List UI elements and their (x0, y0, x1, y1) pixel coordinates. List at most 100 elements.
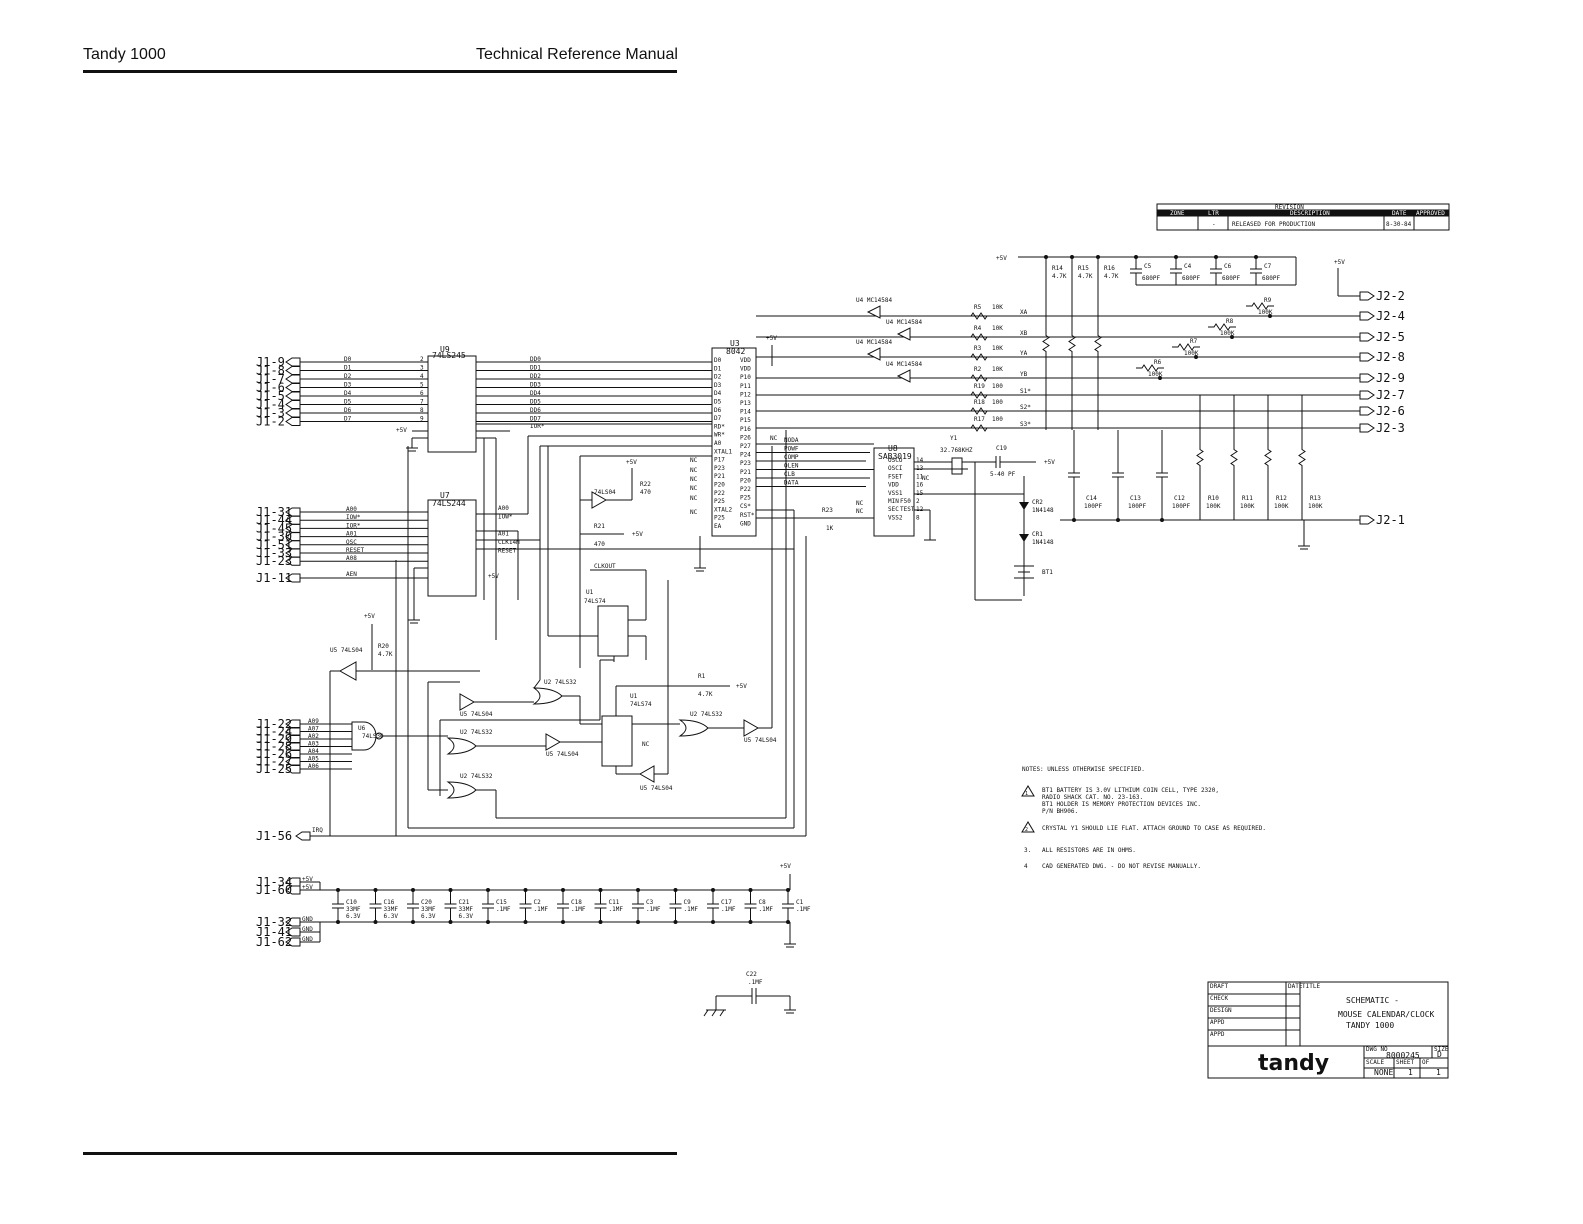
j1-ctrl-connector-label: J1-30 (256, 530, 292, 544)
no-connect-label: NC (690, 485, 698, 492)
u2c-or (446, 781, 477, 799)
rc-resistor (1264, 395, 1272, 520)
series-resistor (964, 391, 994, 399)
tb-check: CHECK (1210, 995, 1228, 1002)
ctrl-net-label: A08 (346, 555, 357, 562)
decap-val: .1MF (684, 906, 699, 913)
u9-ref: U9 (440, 345, 450, 354)
decap-ref: C1 (796, 899, 804, 906)
u9-chip (427, 355, 477, 453)
dd-net-label: DD7 (530, 416, 541, 423)
decap-ref: C21 (459, 899, 470, 906)
j1-data-connector-label: J1-7 (256, 372, 285, 386)
decap-ref: C9 (684, 899, 692, 906)
j2-connector-label: J2-2 (1376, 289, 1405, 303)
decap-val: .1MF (646, 906, 661, 913)
j1-addr-connector-label: J1-25 (256, 762, 292, 776)
pull-resistor (1136, 364, 1164, 372)
j1-power-connector-label: J1-41 (256, 925, 292, 939)
j1-data-connector-arrow (285, 357, 301, 367)
u1b-part: 74LS74 (630, 701, 652, 708)
decap-voltage: 6.3V (421, 913, 436, 920)
series-ref: R17 (974, 416, 985, 423)
c19-ref: C19 (996, 445, 1007, 452)
cr2-val: 1N4148 (1032, 507, 1054, 514)
j2-connector-arrow (1359, 291, 1375, 301)
note-1b: RADIO SHACK CAT. NO. 23-163. (1042, 794, 1143, 801)
tb-of: 1 (1436, 1068, 1441, 1077)
rc-cap-ref: C13 (1130, 495, 1141, 502)
j2-connector-arrow (1359, 311, 1375, 321)
revision-block: REVISION ZONE LTR DESCRIPTION DATE APPRO… (1156, 203, 1450, 231)
series-resistor (964, 312, 994, 320)
u3-pin-label-left: D7 (714, 415, 722, 422)
rev-col-zone: ZONE (1170, 210, 1185, 217)
j2-net-label: S3* (1020, 421, 1031, 428)
pin-number: 3 (420, 365, 424, 372)
dd-net-label: DD2 (530, 373, 541, 380)
rc-res-ref: R13 (1310, 495, 1321, 502)
u3-pin-label-right: P11 (740, 383, 751, 390)
j1-addr-connector-label: J1-29 (256, 732, 292, 746)
j2-connector-arrow (1359, 373, 1375, 383)
u5f-label: U5 74LS04 (640, 785, 673, 792)
series-ref: R2 (974, 366, 982, 373)
pullup-resistor (1068, 257, 1076, 430)
rc-cap-val: 100PF (1128, 503, 1146, 510)
series-val: 100 (992, 399, 1003, 406)
u4-label: U4 MC14584 (886, 319, 923, 326)
u4-inverter (896, 327, 911, 341)
u8-pin-label: OSCO (888, 457, 903, 464)
j1-addr-connector-label: J1-28 (256, 740, 292, 754)
j1-data-connector-label: J1-4 (256, 398, 285, 412)
u8-pin-name: F50 (900, 498, 911, 505)
decap-val: .1MF (721, 906, 736, 913)
note-1a: BT1 BATTERY IS 3.0V LITHIUM COIN CELL, T… (1042, 787, 1219, 794)
series-resistor (964, 407, 994, 415)
decap-val: .1MF (759, 906, 774, 913)
j1-power-connector-label: J1-32 (256, 915, 292, 929)
no-connect-label: NC (856, 508, 864, 515)
u7-out-net-label: A01 (498, 531, 509, 538)
rc-cap-val: 100PF (1084, 503, 1102, 510)
data-net-label: D4 (344, 390, 352, 397)
rev-desc: RELEASED FOR PRODUCTION (1232, 221, 1315, 228)
u3-pin-label-right: P27 (740, 443, 751, 450)
u9-part: 74LS245 (432, 351, 466, 360)
decap-ref: C11 (609, 899, 620, 906)
u3-pin-label-right: P16 (740, 426, 751, 433)
data-net-label: D1 (344, 365, 352, 372)
u4-inverter (896, 369, 911, 383)
decap-val: .1MF (796, 906, 811, 913)
ctrl-net-label: A01 (346, 531, 357, 538)
u4-label: U4 MC14584 (886, 361, 923, 368)
j1-power-connector-label: J1-34 (256, 875, 292, 889)
tb-draft: DRAFT (1210, 983, 1228, 990)
no-connect-label: NC (690, 495, 698, 502)
u3-pin-label-right: P13 (740, 400, 751, 407)
tb-title-3: TANDY 1000 (1346, 1021, 1394, 1030)
j2-connector-arrow (1359, 406, 1375, 416)
pull-ref: R6 (1154, 359, 1162, 366)
j2-connector-label: J2-8 (1376, 350, 1405, 364)
u7-out-net-label: CLK14M (498, 539, 520, 546)
series-resistor (964, 374, 994, 382)
data-net-label: D6 (344, 407, 352, 414)
irq-net: IRQ (312, 827, 323, 834)
rev-col-approved: APPROVED (1416, 210, 1445, 217)
decap-ref: C10 (346, 899, 357, 906)
data-net-label: D7 (344, 416, 352, 423)
note-4: CAD GENERATED DWG. - DO NOT REVISE MANUA… (1042, 863, 1201, 870)
svg-text:+5V: +5V (996, 255, 1007, 262)
u3-pin-label-right: P21 (740, 469, 751, 476)
tb-scale-label: SCALE (1366, 1059, 1384, 1066)
tb-scale: NONE (1374, 1068, 1393, 1077)
u3-pin-label-right: VDD (740, 357, 751, 364)
j1-ctrl-connector-label: J1-33 (256, 546, 292, 560)
clkout-label: CLKOUT (594, 563, 616, 570)
pullup-resistor (1042, 257, 1050, 430)
